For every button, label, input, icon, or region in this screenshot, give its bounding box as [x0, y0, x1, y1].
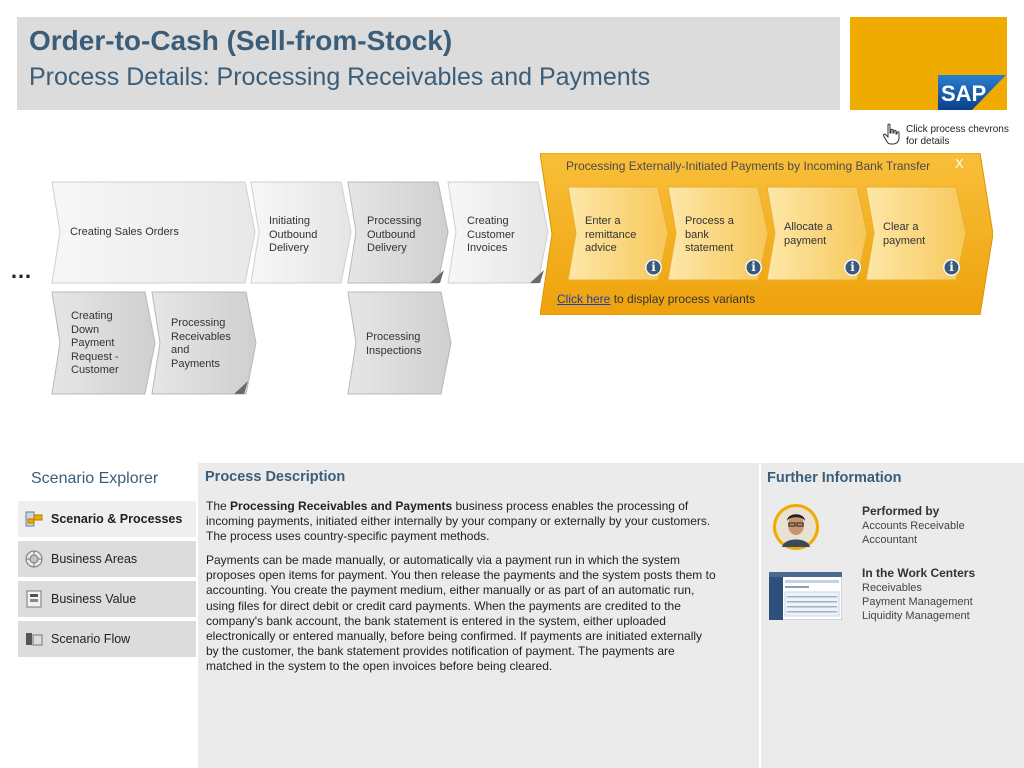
hint-text: Click process chevrons for details	[906, 124, 1009, 147]
info-icon[interactable]: i	[745, 259, 762, 276]
chevron-label: Initiating Outbound Delivery	[269, 215, 318, 254]
work-center-item: Receivables	[862, 582, 922, 594]
business-value-icon	[26, 590, 42, 608]
variants-link[interactable]: Click here	[557, 292, 611, 306]
chevron-label: Processing Outbound Delivery	[367, 215, 422, 254]
scenario-processes-icon	[25, 511, 43, 527]
nav-scenario-flow[interactable]: Scenario Flow	[18, 621, 196, 657]
desc-text: The	[206, 499, 231, 513]
work-centers-list: Receivables Payment Management Liquidity…	[862, 581, 973, 623]
info-icon[interactable]: i	[844, 259, 861, 276]
page-title: Order-to-Cash (Sell-from-Stock)	[29, 25, 453, 56]
header-banner: Order-to-Cash (Sell-from-Stock) Process …	[17, 17, 840, 110]
nav-business-value[interactable]: Business Value	[18, 581, 196, 617]
sap-logo-text: SAP	[941, 81, 986, 106]
description-paragraph-2: Payments can be made manually, or automa…	[206, 553, 716, 674]
process-description-panel	[198, 463, 759, 768]
chevron-label: Clear a payment	[883, 221, 926, 247]
work-center-item: Payment Management	[862, 596, 973, 608]
brand-panel: SAP	[850, 17, 1007, 110]
close-icon[interactable]: X	[955, 156, 964, 171]
hand-pointer-icon	[882, 123, 900, 145]
chevron-label: Creating Sales Orders	[70, 226, 179, 238]
work-center-item: Liquidity Management	[862, 610, 970, 622]
performed-by-value: Accounts Receivable Accountant	[862, 520, 965, 546]
description-paragraph-1: The Processing Receivables and Payments …	[206, 499, 718, 545]
chevron-processing-receivables-and-payments[interactable]: Processing Receivables and Payments	[151, 291, 257, 395]
flow-ellipsis: …	[10, 258, 33, 283]
business-areas-icon	[25, 550, 43, 568]
avatar	[773, 504, 819, 550]
nav-business-areas[interactable]: Business Areas	[18, 541, 196, 577]
page-subtitle: Process Details: Processing Receivables …	[29, 63, 651, 91]
variants-text: Click here to display process variants	[557, 292, 755, 306]
desc-bold-text: Processing Receivables and Payments	[230, 499, 453, 513]
nav-label: Scenario & Processes	[51, 512, 183, 526]
chevron-label: Processing Inspections	[366, 331, 422, 357]
performed-by-label: Performed by	[862, 504, 940, 518]
info-icon[interactable]: i	[943, 259, 960, 276]
variants-suffix: to display process variants	[610, 292, 756, 306]
chevron-creating-customer-invoices[interactable]: Creating Customer Invoices	[447, 181, 549, 284]
work-center-screenshot	[769, 572, 842, 620]
scenario-flow-icon	[26, 633, 43, 646]
chevron-label: Enter a remittance advice	[585, 215, 637, 254]
info-icon[interactable]: i	[645, 259, 662, 276]
chevron-process-bank-statement[interactable]: Process a bank statement i	[667, 186, 769, 281]
chevron-allocate-payment[interactable]: Allocate a payment i	[766, 186, 868, 281]
further-information-title: Further Information	[767, 470, 902, 486]
chevron-label: Process a bank statement	[685, 215, 734, 254]
chevron-label: Creating Down Payment Request - Customer	[71, 310, 119, 376]
panel-title: Processing Externally-Initiated Payments…	[566, 159, 931, 173]
chevron-processing-inspections[interactable]: Processing Inspections	[347, 291, 452, 395]
chevron-clear-payment[interactable]: Clear a payment i	[865, 186, 967, 281]
chevron-label: Processing Receivables and Payments	[171, 317, 231, 370]
chevron-label: Creating Customer Invoices	[467, 215, 515, 254]
panel-divider	[759, 463, 761, 755]
chevron-processing-outbound-delivery[interactable]: Processing Outbound Delivery	[347, 181, 449, 284]
desc-text: business process enables the processing …	[206, 499, 711, 544]
nav-label: Business Value	[51, 592, 137, 606]
nav-scenario-processes[interactable]: Scenario & Processes	[18, 501, 196, 537]
chevron-label: Allocate a payment	[784, 221, 833, 247]
scenario-explorer-title: Scenario Explorer	[31, 470, 159, 487]
chevron-enter-remittance-advice[interactable]: Enter a remittance advice i	[567, 186, 669, 281]
chevron-creating-down-payment-request[interactable]: Creating Down Payment Request - Customer	[51, 291, 156, 395]
work-centers-label: In the Work Centers	[862, 566, 976, 580]
sap-logo: SAP	[938, 75, 1006, 110]
nav-label: Scenario Flow	[51, 632, 131, 646]
process-description-title: Process Description	[205, 469, 346, 485]
chevron-initiating-outbound-delivery[interactable]: Initiating Outbound Delivery	[250, 181, 352, 284]
nav-label: Business Areas	[51, 552, 138, 566]
chevron-creating-sales-orders[interactable]: Creating Sales Orders	[51, 181, 256, 284]
